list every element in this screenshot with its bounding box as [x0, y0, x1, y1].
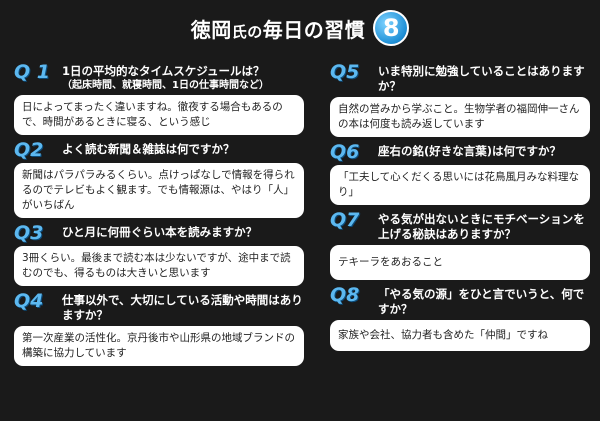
question-text: ひと月に何冊ぐらい本を読みますか？ — [62, 225, 258, 239]
question-number: Q6 — [330, 141, 360, 163]
qa-item-5: Q5 いま特別に勉強していることはありますか？ 自然の営みから学ぶこと。生物学者… — [330, 62, 590, 137]
answer-box: 3冊くらい。最後まで読む本は少ないですが、途中まで読むのでも、得るものは大きいと… — [14, 246, 304, 286]
question-number: Q3 — [14, 222, 44, 244]
question-text: よく読む新聞＆雑誌は何ですか？ — [62, 142, 235, 156]
page-title: 徳岡氏の毎日の習慣 8 — [0, 8, 600, 48]
title-rest: 毎日の習慣 — [262, 17, 366, 42]
question-subtext: （起床時間、就寝時間、1日の仕事時間など） — [62, 80, 269, 91]
question-number: Q5 — [330, 61, 360, 83]
question-text: 1日の平均的なタイムスケジュールは？ — [62, 64, 265, 78]
question-row: Q2 よく読む新聞＆雑誌は何ですか？ — [14, 140, 304, 160]
answer-box: 「工夫して心くだくる思いには花鳥風月みな料理なり」 — [330, 165, 590, 205]
question-row: Q3 ひと月に何冊ぐらい本を読みますか？ — [14, 223, 304, 243]
question-number: Q8 — [330, 284, 360, 306]
question-number: Q4 — [14, 290, 44, 312]
question-text: 仕事以外で、大切にしている活動や時間はありますか？ — [62, 293, 303, 322]
question-text: 「やる気の源」をひと言でいうと、何ですか？ — [378, 287, 585, 316]
right-column: Q5 いま特別に勉強していることはありますか？ 自然の営みから学ぶこと。生物学者… — [330, 62, 590, 356]
title-particle: 氏の — [231, 22, 263, 41]
question-number: Q2 — [14, 139, 44, 161]
question-text: 座右の銘(好きな言葉)は何ですか？ — [378, 144, 562, 158]
qa-item-6: Q6 座右の銘(好きな言葉)は何ですか？ 「工夫して心くだくる思いには花鳥風月み… — [330, 142, 590, 205]
question-number: Q7 — [330, 209, 360, 231]
answer-box: 自然の営みから学ぶこと。生物学者の福岡伸一さんの本は何度も読み返しています — [330, 97, 590, 137]
number-badge: 8 — [373, 10, 410, 46]
question-text: やる気が出ないときにモチベーションを上げる秘訣はありますか？ — [378, 212, 585, 241]
answer-box: 家族や会社、協力者も含めた「仲間」ですね — [330, 320, 590, 351]
title-text: 徳岡氏の毎日の習慣 — [191, 14, 366, 43]
question-row: Q5 いま特別に勉強していることはありますか？ — [330, 62, 590, 94]
qa-item-3: Q3 ひと月に何冊ぐらい本を読みますか？ 3冊くらい。最後まで読む本は少ないです… — [14, 223, 304, 286]
left-column: Q 1 1日の平均的なタイムスケジュールは？ （起床時間、就寝時間、1日の仕事時… — [14, 62, 304, 371]
qa-item-7: Q7 やる気が出ないときにモチベーションを上げる秘訣はありますか？ テキーラをあ… — [330, 210, 590, 280]
answer-box: 第一次産業の活性化。京丹後市や山形県の地域ブランドの構築に協力しています — [14, 326, 304, 366]
question-row: Q 1 1日の平均的なタイムスケジュールは？ （起床時間、就寝時間、1日の仕事時… — [14, 62, 304, 92]
question-row: Q7 やる気が出ないときにモチベーションを上げる秘訣はありますか？ — [330, 210, 590, 242]
answer-box: 新聞はパラパラみるくらい。点けっぱなしで情報を得られるのでテレビもよく観ます。で… — [14, 163, 304, 218]
question-number: Q 1 — [14, 61, 50, 83]
answer-box: テキーラをあおること — [330, 245, 590, 280]
qa-item-8: Q8 「やる気の源」をひと言でいうと、何ですか？ 家族や会社、協力者も含めた「仲… — [330, 285, 590, 351]
title-name: 徳岡 — [190, 17, 232, 42]
question-row: Q4 仕事以外で、大切にしている活動や時間はありますか？ — [14, 291, 304, 323]
question-row: Q6 座右の銘(好きな言葉)は何ですか？ — [330, 142, 590, 162]
qa-item-2: Q2 よく読む新聞＆雑誌は何ですか？ 新聞はパラパラみるくらい。点けっぱなしで情… — [14, 140, 304, 218]
question-text: いま特別に勉強していることはありますか？ — [378, 64, 585, 93]
question-row: Q8 「やる気の源」をひと言でいうと、何ですか？ — [330, 285, 590, 317]
answer-box: 日によってまったく違いますね。徹夜する場合もあるので、時間があるときに寝る、とい… — [14, 95, 304, 135]
qa-item-4: Q4 仕事以外で、大切にしている活動や時間はありますか？ 第一次産業の活性化。京… — [14, 291, 304, 366]
qa-item-1: Q 1 1日の平均的なタイムスケジュールは？ （起床時間、就寝時間、1日の仕事時… — [14, 62, 304, 135]
